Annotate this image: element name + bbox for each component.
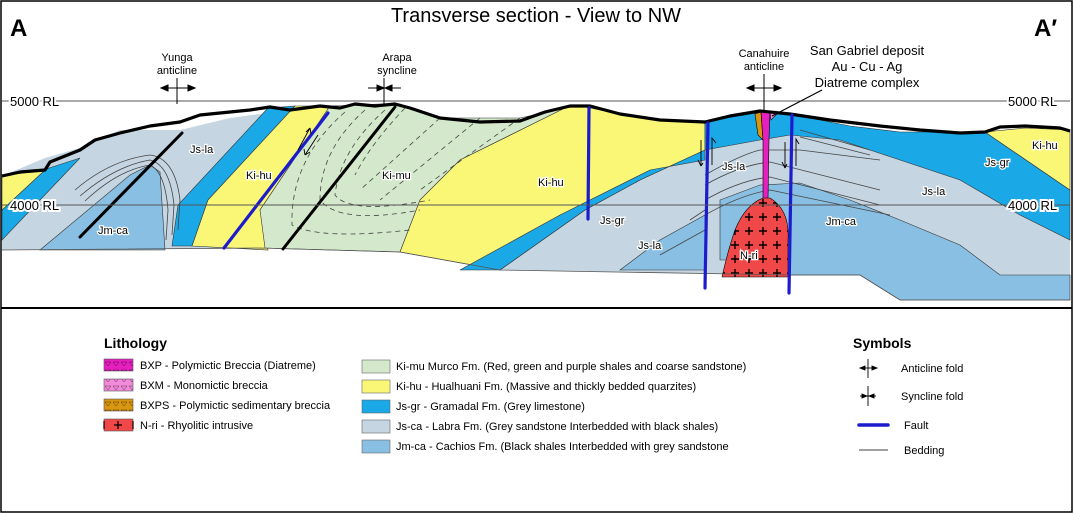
deposit-callout-line2: Au - Cu - Ag bbox=[832, 59, 903, 74]
legend-js-la-label: Js-ca - Labra Fm. (Grey sandstone Interb… bbox=[396, 421, 718, 433]
canahuire-label-line2: anticline bbox=[744, 61, 784, 73]
legend-js-gr-label: Js-gr - Gramadal Fm. (Grey limestone) bbox=[396, 401, 585, 413]
bedding-lines bbox=[74, 129, 891, 256]
unit-js-gr-central bbox=[459, 110, 1071, 271]
label-n-ri: N-ri bbox=[740, 250, 758, 262]
deposit-leader-line bbox=[771, 89, 823, 117]
label-jm-ca-right: Jm-ca bbox=[826, 216, 857, 228]
legend-n-ri-label: N-ri - Rhyolitic intrusive bbox=[140, 420, 253, 432]
legend-symbols: Anticline fold Syncline fold Fault Beddi… bbox=[857, 359, 963, 457]
swatch-js-la bbox=[361, 419, 391, 434]
ki-mu-dashed-bedding bbox=[291, 107, 521, 235]
elevation-label-4000-left: 4000 RL bbox=[10, 198, 59, 213]
legend-syncline-label: Syncline fold bbox=[901, 391, 963, 403]
label-ki-hu-right: Ki-hu bbox=[1032, 140, 1058, 152]
label-js-la-left: Js-la bbox=[190, 144, 214, 156]
swatch-jm-ca bbox=[361, 439, 391, 454]
legend-bxp-label: BXP - Polymictic Breccia (Diatreme) bbox=[140, 360, 316, 372]
cross-section-geology: Js-la Jm-ca Ki-hu Ki-mu Ki-hu Js-gr Js-l… bbox=[1, 102, 1071, 301]
legend-bxps-label: BXPS - Polymictic sedimentary breccia bbox=[140, 400, 331, 412]
deposit-callout: San Gabriel deposit Au - Cu - Ag Diatrem… bbox=[771, 43, 925, 117]
yunga-anticline-icon bbox=[159, 78, 197, 104]
elevation-label-5000-left: 5000 RL bbox=[10, 94, 59, 109]
arapa-label-line1: Arapa bbox=[382, 52, 412, 64]
label-jm-ca-left: Jm-ca bbox=[98, 225, 129, 237]
deposit-callout-line1: San Gabriel deposit bbox=[810, 43, 925, 58]
swatch-bxps-pattern bbox=[104, 399, 133, 411]
swatch-bxm-pattern bbox=[104, 379, 133, 391]
topographic-surface bbox=[1, 102, 1071, 178]
n-ri-cross-pattern bbox=[722, 198, 789, 277]
section-end-label: A′ bbox=[1034, 15, 1057, 42]
legend-jm-ca-label: Jm-ca - Cachios Fm. (Black shales Interb… bbox=[396, 441, 729, 453]
label-js-la-core: Js-la bbox=[722, 161, 746, 173]
swatch-n-ri-crosses bbox=[103, 421, 134, 429]
swatch-js-gr bbox=[361, 399, 391, 414]
figure-title: Transverse section - View to NW bbox=[391, 5, 681, 27]
anticline-fold-icon bbox=[858, 359, 879, 378]
label-js-gr-mid: Js-gr bbox=[600, 215, 625, 227]
symbols-title: Symbols bbox=[853, 335, 912, 351]
label-ki-hu-left: Ki-hu bbox=[246, 170, 272, 182]
legend-lithology-left: BXP - Polymictic Breccia (Diatreme) BXM … bbox=[103, 358, 331, 432]
fault-movement-arrows bbox=[297, 127, 800, 169]
lithology-title: Lithology bbox=[104, 335, 167, 351]
swatch-ki-mu bbox=[361, 359, 391, 374]
fault-lines-blue bbox=[222, 106, 794, 295]
syncline-fold-icon bbox=[860, 386, 876, 406]
label-ki-hu-mid: Ki-hu bbox=[538, 177, 564, 189]
legend-ki-mu-label: Ki-mu Murco Fm. (Red, green and purple s… bbox=[396, 361, 746, 373]
elevation-lines: 5000 RL 5000 RL 4000 RL 4000 RL bbox=[2, 92, 1070, 215]
elevation-label-4000-right: 4000 RL bbox=[1008, 198, 1057, 213]
legend-fault-label: Fault bbox=[904, 420, 928, 432]
label-ki-mu: Ki-mu bbox=[382, 170, 411, 182]
canahuire-anticline-icon bbox=[745, 74, 783, 110]
legend-ki-hu-label: Ki-hu - Hualhuani Fm. (Massive and thick… bbox=[396, 381, 696, 393]
label-js-gr-right: Js-gr bbox=[985, 157, 1010, 169]
legend-anticline-label: Anticline fold bbox=[901, 363, 963, 375]
legend-lithology-right: Ki-mu Murco Fm. (Red, green and purple s… bbox=[361, 359, 746, 454]
swatch-bxp-pattern bbox=[104, 359, 133, 371]
structure-annotations: Yunga anticline Arapa syncline Canahuire… bbox=[157, 48, 790, 110]
fault-lines-black bbox=[78, 105, 397, 251]
legend-bedding-label: Bedding bbox=[904, 445, 944, 457]
arapa-label-line2: syncline bbox=[377, 65, 417, 77]
swatch-ki-hu bbox=[361, 379, 391, 394]
yunga-label-line1: Yunga bbox=[161, 52, 193, 64]
elevation-label-5000-right: 5000 RL bbox=[1008, 94, 1057, 109]
legend-bxm-label: BXM - Monomictic breccia bbox=[140, 380, 269, 392]
arapa-syncline-icon bbox=[368, 78, 401, 104]
label-js-la-right: Js-la bbox=[922, 186, 946, 198]
deposit-callout-line3: Diatreme complex bbox=[815, 75, 920, 90]
legend: Lithology BXP - Polymictic Breccia (Diat… bbox=[103, 335, 963, 457]
yunga-label-line2: anticline bbox=[157, 65, 197, 77]
canahuire-label-line1: Canahuire bbox=[739, 48, 790, 60]
label-js-la-mid: Js-la bbox=[638, 240, 662, 252]
section-start-label: A bbox=[10, 15, 27, 42]
